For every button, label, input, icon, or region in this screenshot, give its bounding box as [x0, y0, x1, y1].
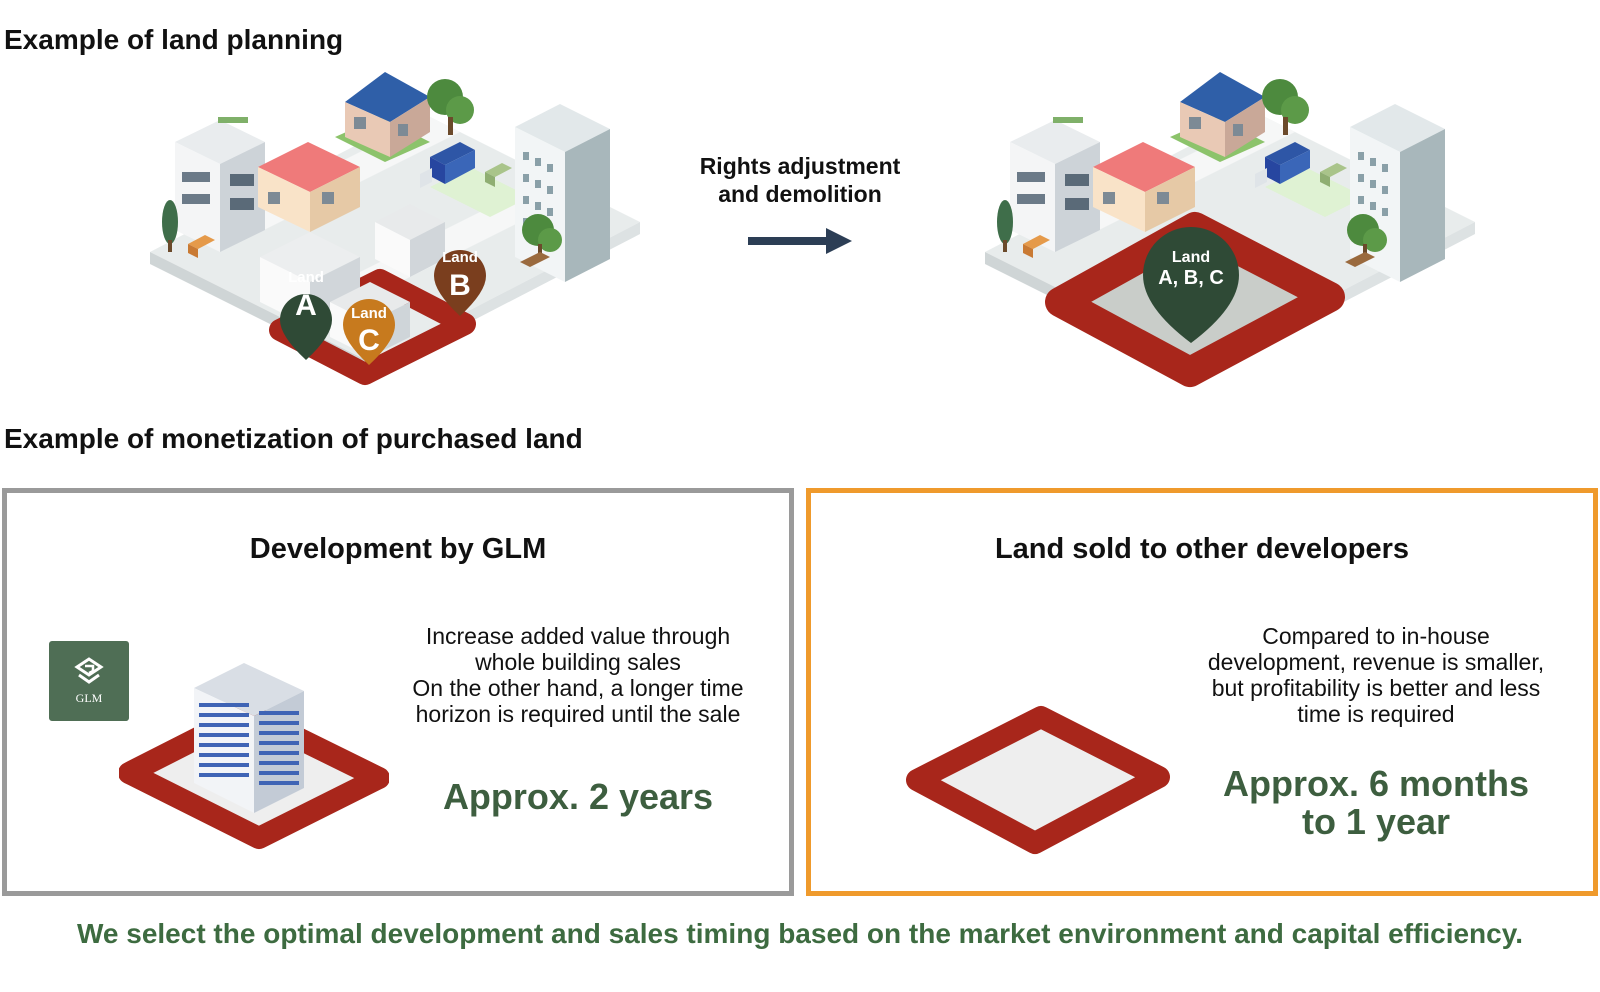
- land-c-pin: Land C: [343, 299, 395, 365]
- transition-label-line1: Rights adjustment: [699, 153, 901, 179]
- panel-right-duration-line: Approx. 6 months: [1222, 763, 1530, 804]
- land-b-pin-letter: B: [449, 269, 471, 302]
- land-abc-pin: Land A, B, C: [1143, 227, 1239, 343]
- panel-left-description: Increase added value through whole build…: [383, 623, 773, 727]
- before-land-illustration: Land A Land B Land C: [150, 72, 640, 385]
- arrow-right-icon: [748, 228, 852, 254]
- land-b-pin-label: Land: [442, 249, 478, 266]
- panel-land-sold: Land sold to other developers Compared t…: [806, 488, 1598, 896]
- panel-left-title: Development by GLM: [249, 533, 547, 565]
- panel-right-desc-line: development, revenue is smaller,: [1207, 649, 1545, 675]
- land-a-pin-label: Land: [288, 269, 324, 286]
- land-a-pin: Land A: [280, 269, 332, 360]
- panel-right-desc-line: but profitability is better and less: [1211, 675, 1541, 701]
- glm-emblem-icon: [74, 657, 104, 684]
- transition-label: Rights adjustment and demolition: [680, 152, 920, 208]
- panel-left-duration: Approx. 2 years: [383, 778, 773, 816]
- section-title-monetization: Example of monetization of purchased lan…: [4, 423, 583, 454]
- panel-right-desc-line: Compared to in-house: [1262, 623, 1490, 649]
- land-abc-pin-letter: A, B, C: [1158, 267, 1224, 289]
- section-title-land-planning: Example of land planning: [4, 24, 344, 55]
- panel-right-title: Land sold to other developers: [994, 533, 1410, 565]
- land-c-pin-letter: C: [358, 324, 380, 357]
- glm-building-illustration: [119, 663, 389, 849]
- panel-right-desc-line: time is required: [1297, 701, 1455, 727]
- land-c-pin-label: Land: [351, 305, 387, 322]
- transition-label-line2: and demolition: [718, 181, 882, 207]
- footer-statement: We select the optimal development and sa…: [76, 918, 1524, 949]
- panel-left-desc-line: whole building sales: [475, 649, 681, 675]
- panel-left-desc-line: Increase added value through: [425, 623, 731, 649]
- panel-right-duration-line: to 1 year: [1301, 801, 1451, 842]
- panel-development-by-glm: Development by GLM GLM Increase added va…: [2, 488, 794, 896]
- glm-logo-text: GLM: [75, 691, 103, 705]
- land-abc-pin-label: Land: [1172, 249, 1210, 266]
- after-land-illustration: Land A, B, C: [985, 72, 1475, 387]
- panel-left-desc-line: horizon is required until the sale: [415, 701, 741, 727]
- panel-right-duration: Approx. 6 months to 1 year: [1171, 765, 1581, 841]
- vacant-land-illustration: [906, 706, 1170, 854]
- land-b-pin: Land B: [434, 249, 486, 316]
- land-a-pin-letter: A: [295, 289, 317, 322]
- panel-left-desc-line: On the other hand, a longer time: [412, 675, 744, 701]
- glm-logo: GLM: [49, 641, 129, 721]
- panel-left-duration-line: Approx. 2 years: [442, 776, 714, 817]
- panel-right-description: Compared to in-house development, revenu…: [1171, 623, 1581, 727]
